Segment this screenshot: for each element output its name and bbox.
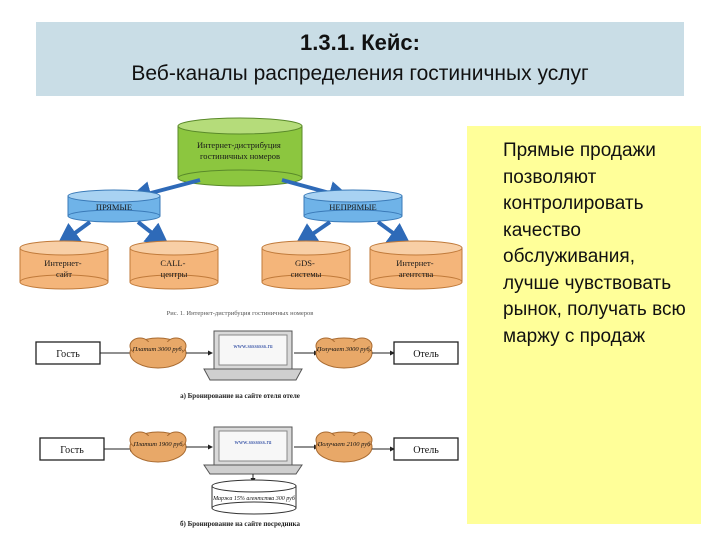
scheme-b-cloud-right: Получает 2100 руб xyxy=(315,431,373,463)
top-node-line1: Интернет-дистрибуция xyxy=(197,140,281,150)
leaf-call-center-label: CALL- центры xyxy=(160,258,187,279)
scheme-b-pay-left: Платит 1900 руб xyxy=(132,441,183,448)
scheme-b-laptop: www.sssssss.ru xyxy=(203,426,303,475)
leaf-2-line1: CALL- xyxy=(160,258,185,268)
leaf-gds-label: GDS- системы xyxy=(291,258,322,279)
mid-left-node: ПРЯМЫЕ xyxy=(67,189,161,223)
scheme-a-url: www.ssssssss.ru xyxy=(233,344,272,350)
note-text: Прямые продажи позволяют контролировать … xyxy=(503,140,686,347)
scheme-a: Гость Платит 3000 руб. www.ssssssss.ru П… xyxy=(35,330,459,400)
scheme-a-hotel-box xyxy=(393,341,459,365)
scheme-a-pay-left: Платит 3000 руб. xyxy=(132,346,184,353)
top-node-label: Интернет-дистрибуция гостиничных номеров xyxy=(197,140,283,161)
scheme-a-cloud-right: Получает 3000 руб. xyxy=(315,337,373,369)
mid-left-label: ПРЯМЫЕ xyxy=(96,202,132,212)
mid-right-node: НЕПРЯМЫЕ xyxy=(303,189,403,223)
leaf-3-line2: системы xyxy=(291,269,322,279)
scheme-b-pay-right: Получает 2100 руб xyxy=(317,441,372,448)
leaf-internet-agency: Интернет- агентства xyxy=(369,240,463,290)
arrow-right-2 xyxy=(376,220,412,247)
arrow-right-1 xyxy=(294,220,332,247)
leaf-3-line1: GDS- xyxy=(295,258,315,268)
scheme-b-margin: Маржа 15% агентства 300 руб xyxy=(212,495,296,502)
leaf-1-line1: Интернет- xyxy=(44,258,81,268)
scheme-b-hotel: Отель xyxy=(413,445,439,456)
scheme-b-caption: б) Бронирование на сайте посредника xyxy=(180,520,300,528)
figure-caption: Рис. 1. Интернет-дистрибуция гостиничных… xyxy=(167,310,314,317)
mid-right-label: НЕПРЯМЫЕ xyxy=(329,202,377,212)
leaf-call-center: CALL- центры xyxy=(129,240,219,290)
arrow-left-1 xyxy=(56,220,92,247)
scheme-b-guest: Гость xyxy=(60,445,84,456)
leaf-4-line2: агентства xyxy=(399,269,434,279)
slide-subtitle: Веб-каналы распределения гостиничных усл… xyxy=(131,62,589,85)
leaf-internet-agency-label: Интернет- агентства xyxy=(396,258,435,279)
top-node-cylinder: Интернет-дистрибуция гостиничных номеров xyxy=(177,117,303,187)
slide-title: 1.3.1. Кейс: xyxy=(300,30,420,55)
arrow-left-2 xyxy=(136,220,170,247)
leaf-internet-site-label: Интернет- сайт xyxy=(44,258,83,279)
scheme-a-laptop: www.ssssssss.ru xyxy=(203,330,303,381)
scheme-a-guest: Гость xyxy=(56,349,80,360)
scheme-a-pay-right: Получает 3000 руб. xyxy=(316,346,372,353)
leaf-2-line2: центры xyxy=(161,269,188,279)
note-box: Прямые продажи позволяют контролировать … xyxy=(467,126,701,524)
top-node-line2: гостиничных номеров xyxy=(200,151,280,161)
leaf-gds: GDS- системы xyxy=(261,240,351,290)
leaf-4-line1: Интернет- xyxy=(396,258,433,268)
scheme-b-cloud-left: Платит 1900 руб xyxy=(129,431,187,463)
scheme-b-margin-cylinder: Маржа 15% агентства 300 руб xyxy=(211,479,297,515)
leaf-internet-site: Интернет- сайт xyxy=(19,240,109,290)
scheme-b-hotel-box xyxy=(393,437,459,461)
scheme-b-url: www.sssssss.ru xyxy=(235,440,272,446)
scheme-a-hotel: Отель xyxy=(413,349,439,360)
scheme-b: Гость Платит 1900 руб www.sssssss.ru Пол… xyxy=(39,426,459,528)
title-box: 1.3.1. Кейс: Веб-каналы распределения го… xyxy=(36,22,684,96)
scheme-a-cloud-left: Платит 3000 руб. xyxy=(129,337,187,369)
scheme-a-caption: а) Бронирование на сайте отеля отеле xyxy=(180,392,300,400)
leaf-1-line2: сайт xyxy=(56,269,72,279)
